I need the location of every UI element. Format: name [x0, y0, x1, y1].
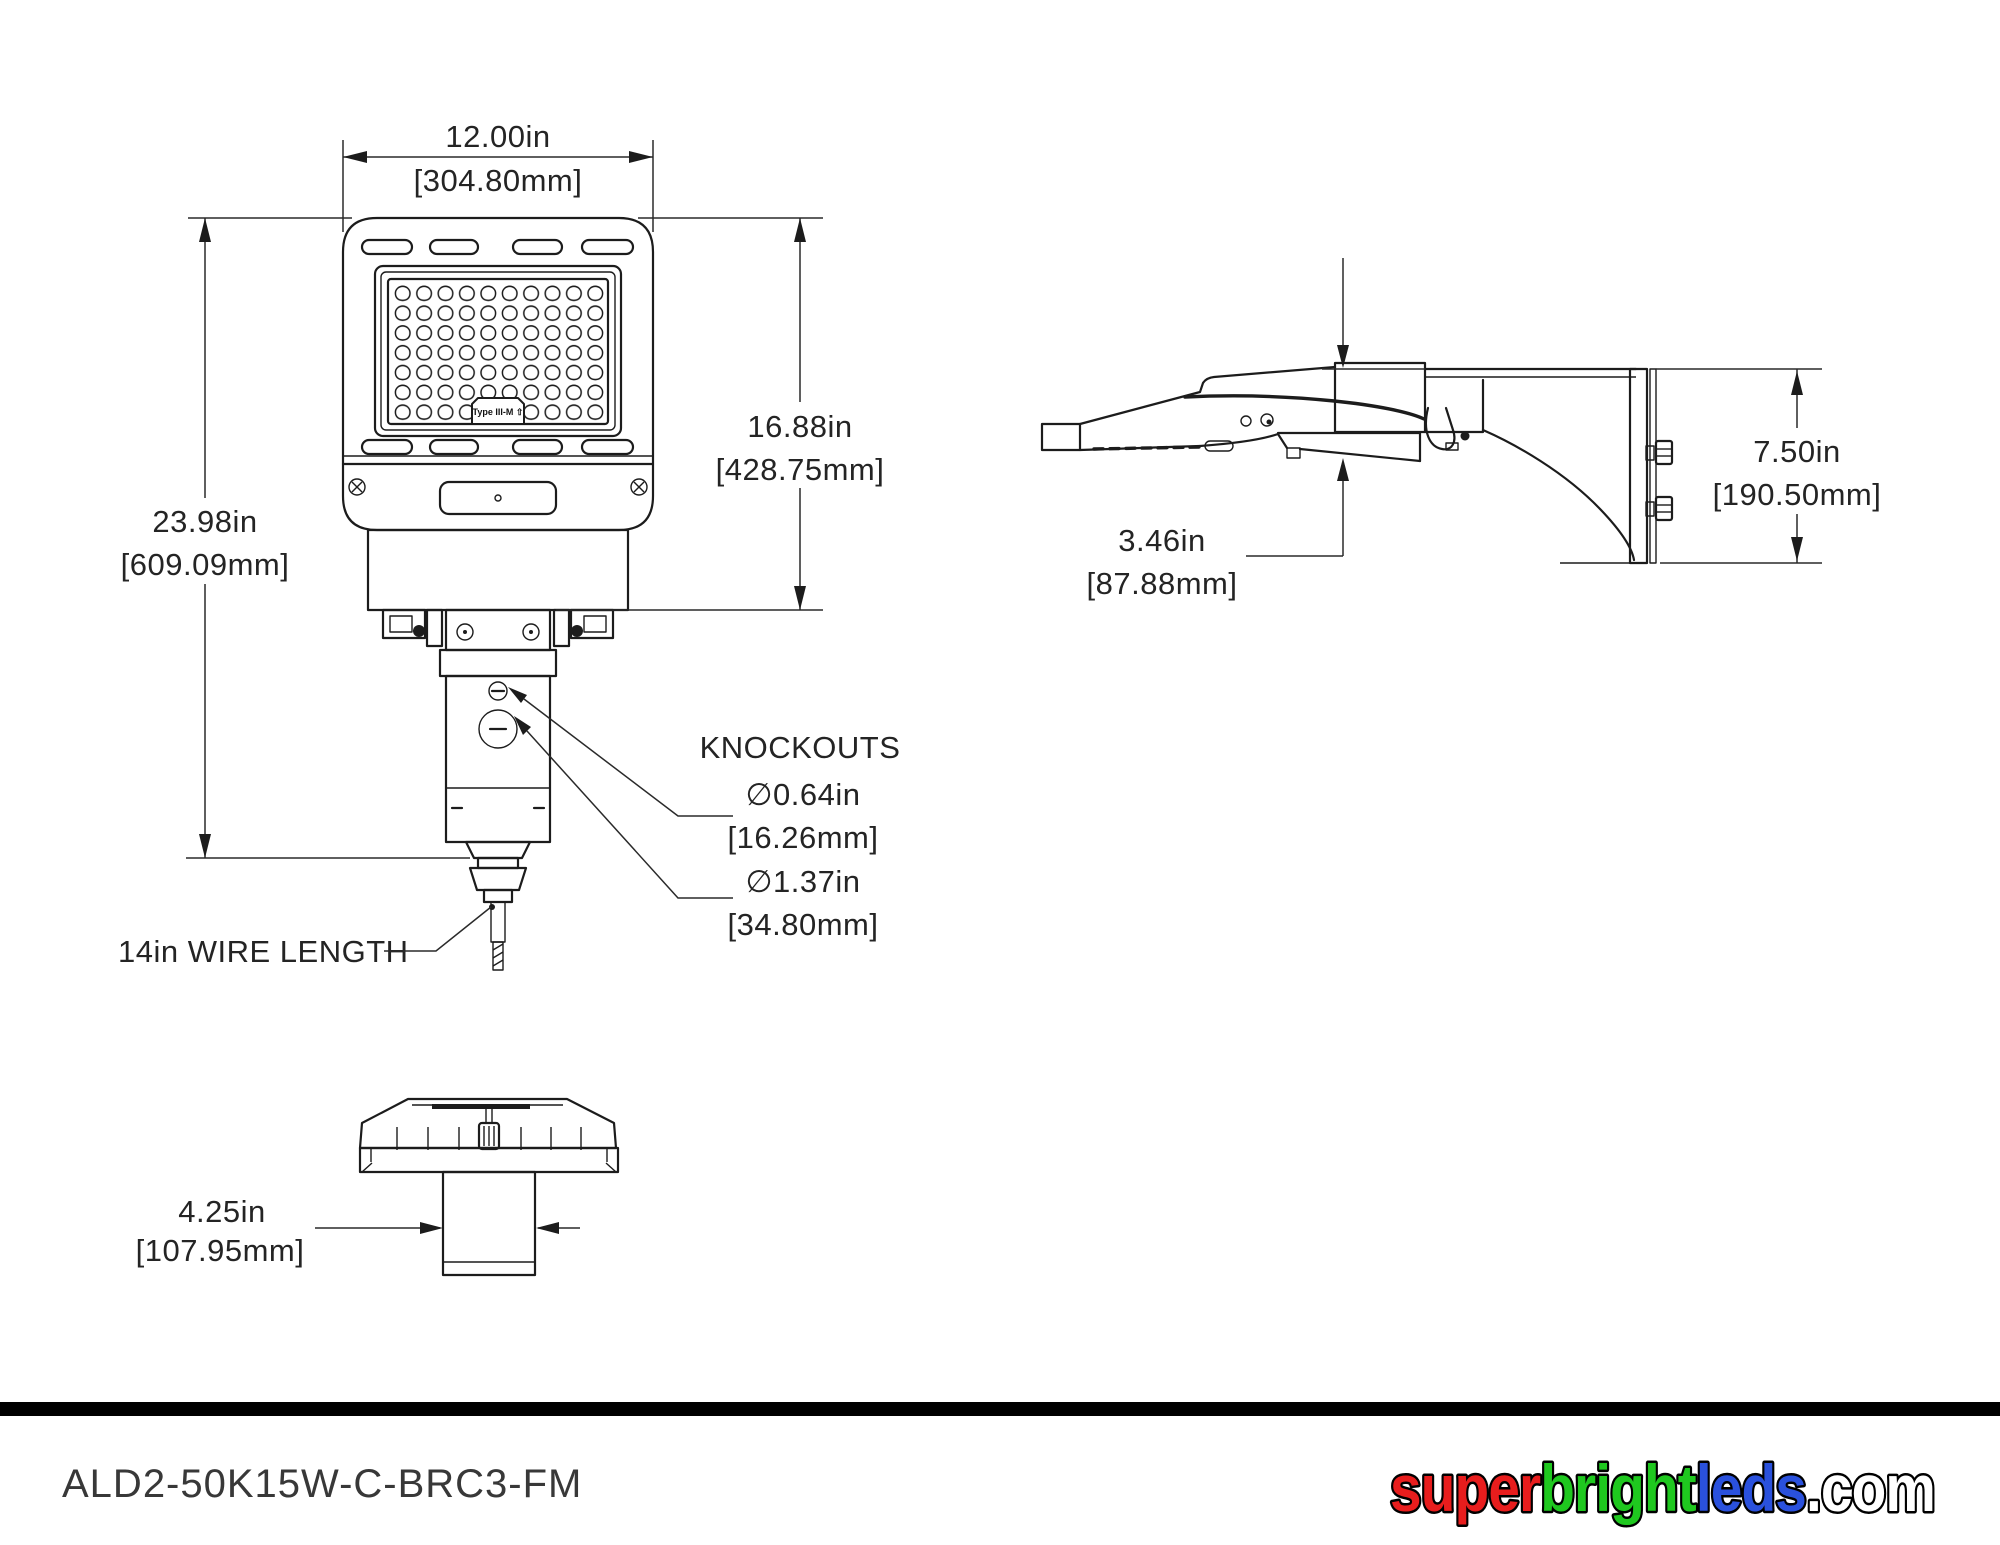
front-view: Type III-M ⇧ — [114, 119, 900, 971]
mount-fitting-right — [552, 608, 615, 648]
dim-housing-in: 16.88in — [747, 409, 852, 444]
housing-screw-right — [630, 478, 648, 496]
center-latch — [477, 1107, 501, 1151]
knockout-small-in: ∅0.64in — [746, 777, 861, 812]
logo-leds: leds — [1696, 1451, 1806, 1525]
lead-wire — [489, 901, 506, 971]
dim-base-mm: [107.95mm] — [136, 1233, 305, 1268]
knockout-small-mm: [16.26mm] — [728, 820, 879, 855]
dim-mount-mm: [87.88mm] — [1087, 566, 1238, 601]
dim-overall-mm: [609.09mm] — [121, 547, 290, 582]
part-number: ALD2-50K15W-C-BRC3-FM — [62, 1462, 582, 1506]
bottom-mount-box — [441, 1170, 537, 1277]
dimension-mount-height: 3.46in [87.88mm] — [1087, 258, 1425, 601]
front-housing — [341, 216, 655, 466]
bottom-view: 4.25in [107.95mm] — [136, 1097, 620, 1277]
side-slipfitter-box — [1333, 361, 1427, 434]
pole-plate — [1628, 367, 1649, 565]
dim-bracket-in: 7.50in — [1753, 434, 1840, 469]
vent-slots-bottom — [360, 438, 635, 456]
knockout-small — [488, 681, 508, 701]
dimension-base-width: 4.25in [107.95mm] — [136, 1194, 580, 1268]
dim-mount-in: 3.46in — [1118, 523, 1205, 558]
bottom-flange — [358, 1146, 620, 1174]
footer-divider-bar — [0, 1402, 2000, 1416]
knockout-large-mm: [34.80mm] — [728, 907, 879, 942]
vent-slots-top — [360, 238, 635, 256]
dim-overall-in: 23.98in — [152, 504, 257, 539]
optic-label: Type III-M ⇧ — [471, 397, 525, 425]
wire-gland — [468, 856, 528, 904]
dimension-width: 12.00in [304.80mm] — [342, 119, 654, 232]
dim-housing-mm: [428.75mm] — [716, 452, 885, 487]
dimension-bracket-height: 7.50in [190.50mm] — [1656, 368, 1896, 564]
dimension-housing-height: 16.88in [428.75mm] — [556, 217, 894, 611]
logo-bright: bright — [1540, 1451, 1696, 1525]
footer: ALD2-50K15W-C-BRC3-FM superbrightleds.co… — [0, 1402, 2000, 1528]
side-view: 3.46in [87.88mm] 7.50in [190.50mm] — [1040, 258, 1896, 601]
slipfitter-bracket — [438, 608, 558, 860]
knockout-large — [478, 709, 518, 749]
housing-screw-left — [348, 478, 366, 496]
dim-bracket-mm: [190.50mm] — [1713, 477, 1882, 512]
mount-bolt-upper — [1645, 439, 1674, 466]
logo-com: .com — [1806, 1451, 1935, 1525]
knockout-large-in: ∅1.37in — [746, 864, 861, 899]
knockouts-callout: KNOCKOUTS ∅0.64in [16.26mm] ∅1.37in [34.… — [508, 687, 900, 942]
dim-width-mm: [304.80mm] — [414, 163, 583, 198]
mounting-arm — [1423, 367, 1674, 565]
optic-label-text: Type III-M ⇧ — [473, 407, 524, 417]
side-endcap — [1040, 422, 1082, 452]
driver-compartment — [366, 528, 630, 612]
side-mount-hook — [1424, 406, 1456, 451]
mount-fitting-left — [381, 608, 444, 648]
dimension-overall-height: 23.98in [609.09mm] — [114, 217, 470, 859]
nameplate — [438, 480, 558, 516]
wire-length-callout: 14in WIRE LENGTH — [118, 906, 492, 969]
mount-bolt-lower — [1645, 495, 1674, 522]
brand-logo: superbrightleds.com — [1390, 1451, 1935, 1525]
led-panel: Type III-M ⇧ — [373, 264, 623, 438]
dim-width-in: 12.00in — [445, 119, 550, 154]
knockouts-title: KNOCKOUTS — [700, 730, 901, 765]
dim-base-in: 4.25in — [178, 1194, 265, 1229]
logo-super: super — [1390, 1451, 1541, 1525]
wire-length-label: 14in WIRE LENGTH — [118, 934, 409, 969]
